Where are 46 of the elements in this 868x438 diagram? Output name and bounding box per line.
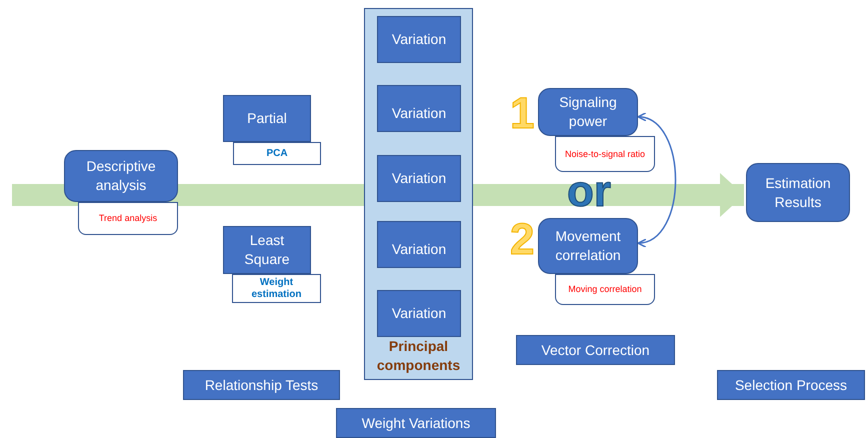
result-box — [746, 163, 850, 222]
note-box — [78, 202, 178, 235]
node-text: Least Square — [243, 231, 291, 269]
or-word: or — [567, 170, 611, 214]
group-panel — [364, 8, 473, 380]
node-text: Partial — [246, 109, 288, 128]
process-box — [377, 221, 461, 268]
process-box — [377, 16, 461, 63]
node-text: Trend analysis — [98, 213, 158, 224]
node-text: Movement correlation — [554, 227, 622, 265]
process-box — [538, 88, 638, 136]
note-box — [555, 274, 655, 305]
node-text: Weight Variations — [360, 414, 472, 433]
node-text: Selection Process — [734, 376, 848, 394]
node-text: Variation — [390, 169, 448, 188]
node-text: Weight estimation — [250, 276, 302, 300]
node-text: Relationship Tests — [204, 376, 320, 395]
node-text: PCA — [265, 148, 289, 160]
node-text: Variation — [390, 104, 448, 123]
step-number: 1 — [510, 92, 534, 136]
process-box — [223, 226, 311, 274]
node-text: Variation — [390, 304, 448, 323]
stage-label-box — [516, 335, 675, 365]
process-box — [377, 290, 461, 337]
node-text: Principal components — [376, 337, 462, 375]
stage-label-box — [183, 370, 340, 400]
process-box — [64, 150, 178, 202]
double-arrow — [637, 114, 676, 246]
process-box — [377, 155, 461, 202]
step-number: 2 — [510, 218, 534, 262]
node-text: Noise-to-signal ratio — [564, 148, 646, 160]
node-text: Vector Correction — [540, 340, 651, 360]
node-text: Signaling power — [558, 93, 618, 131]
note-box — [555, 136, 655, 172]
node-text: Variation — [390, 30, 448, 49]
stage-label-box — [336, 408, 496, 438]
note-box — [232, 274, 321, 303]
process-box — [538, 218, 638, 274]
note-box — [233, 142, 321, 165]
process-box — [223, 95, 311, 142]
node-text: Estimation Results — [764, 174, 832, 212]
stage-label-box — [717, 370, 865, 400]
node-text: Variation — [390, 240, 448, 259]
node-text: Descriptive analysis — [85, 157, 157, 195]
node-text: Moving correlation — [567, 284, 643, 295]
process-box — [377, 85, 461, 132]
